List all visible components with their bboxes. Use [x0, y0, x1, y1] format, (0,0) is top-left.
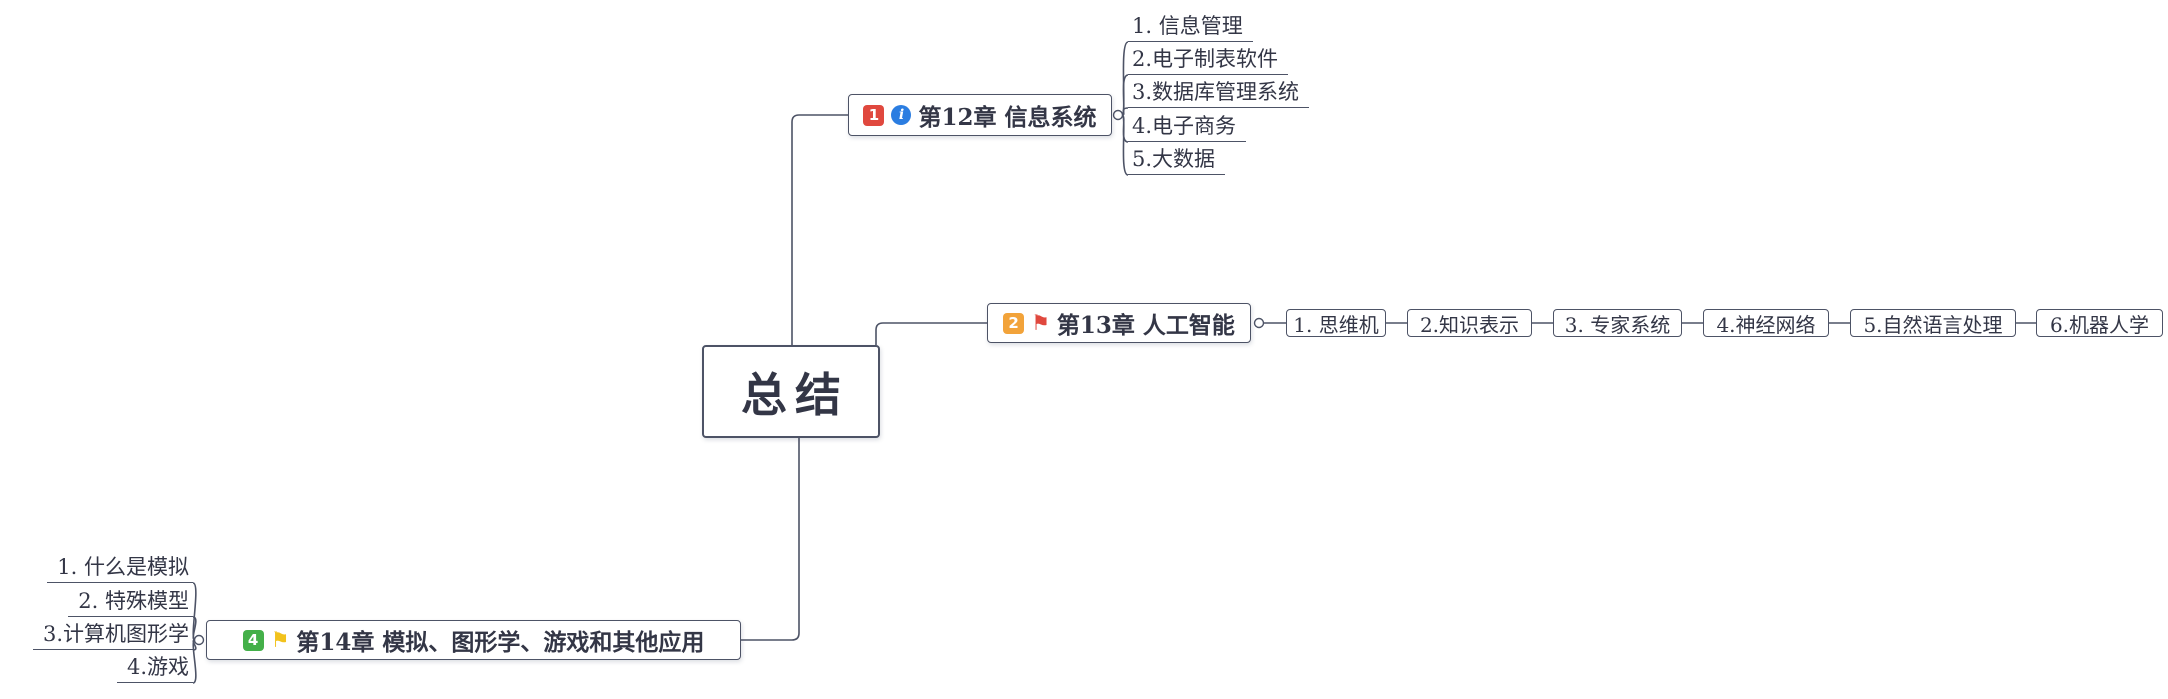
- topic-label: 第12章 信息系统: [918, 104, 1097, 131]
- priority-4-badge: 4: [242, 629, 264, 651]
- red-flag-icon: ⚑: [1031, 310, 1050, 335]
- collapse-handle-ch14[interactable]: [193, 634, 205, 646]
- central-topic[interactable]: 总结: [702, 345, 880, 438]
- branch-line-central-to-ch14: [741, 438, 800, 641]
- subtopic-gaming[interactable]: 4.游戏: [116, 655, 193, 683]
- subtopic-what-is-simulation[interactable]: 1. 什么是模拟: [47, 555, 193, 583]
- subtopic-information-management[interactable]: 1. 信息管理: [1128, 14, 1253, 42]
- priority-1-badge: 1: [863, 104, 885, 126]
- topic-chapter13-artificial-intelligence[interactable]: 2 ⚑ 第13章 人工智能: [987, 303, 1251, 343]
- info-icon: i: [891, 105, 912, 125]
- subtopic-ecommerce[interactable]: 4.电子商务: [1128, 114, 1247, 142]
- subtopic-robotics[interactable]: 6.机器人学: [2036, 309, 2163, 337]
- subtopic-database-management-system[interactable]: 3.数据库管理系统: [1128, 80, 1310, 108]
- topic-chapter12-information-systems[interactable]: 1 i 第12章 信息系统: [848, 94, 1112, 136]
- subtopic-big-data[interactable]: 5.大数据: [1128, 147, 1226, 175]
- yellow-flag-icon: ⚑: [270, 627, 290, 652]
- central-topic-label: 总结: [741, 367, 849, 422]
- priority-2-badge: 2: [1003, 312, 1025, 334]
- subtopic-computer-graphics[interactable]: 3.计算机图形学: [32, 622, 193, 650]
- subtopic-neural-networks[interactable]: 4.神经网络: [1703, 309, 1829, 337]
- subtopic-expert-systems[interactable]: 3. 专家系统: [1553, 309, 1682, 337]
- subtopic-knowledge-representation[interactable]: 2.知识表示: [1407, 309, 1532, 337]
- subtopic-special-models[interactable]: 2. 特殊模型: [68, 589, 193, 617]
- collapse-handle-ch13[interactable]: [1253, 317, 1265, 329]
- branch-line-central-to-ch13: [875, 322, 987, 345]
- topic-label: 第13章 人工智能: [1056, 312, 1235, 339]
- branch-line-central-to-ch12: [791, 114, 848, 345]
- topic-label: 第14章 模拟、图形学、游戏和其他应用: [296, 629, 705, 656]
- subtopic-natural-language-processing[interactable]: 5.自然语言处理: [1850, 309, 2016, 337]
- subtopic-spreadsheet-software[interactable]: 2.电子制表软件: [1128, 47, 1289, 75]
- subtopic-thinking-machines[interactable]: 1. 思维机: [1286, 309, 1386, 337]
- topic-chapter14-simulation-graphics-games[interactable]: 4 ⚑ 第14章 模拟、图形学、游戏和其他应用: [206, 620, 741, 660]
- branch-line-ch12-child5: [1121, 114, 1129, 176]
- collapse-handle-ch12[interactable]: [1112, 109, 1124, 121]
